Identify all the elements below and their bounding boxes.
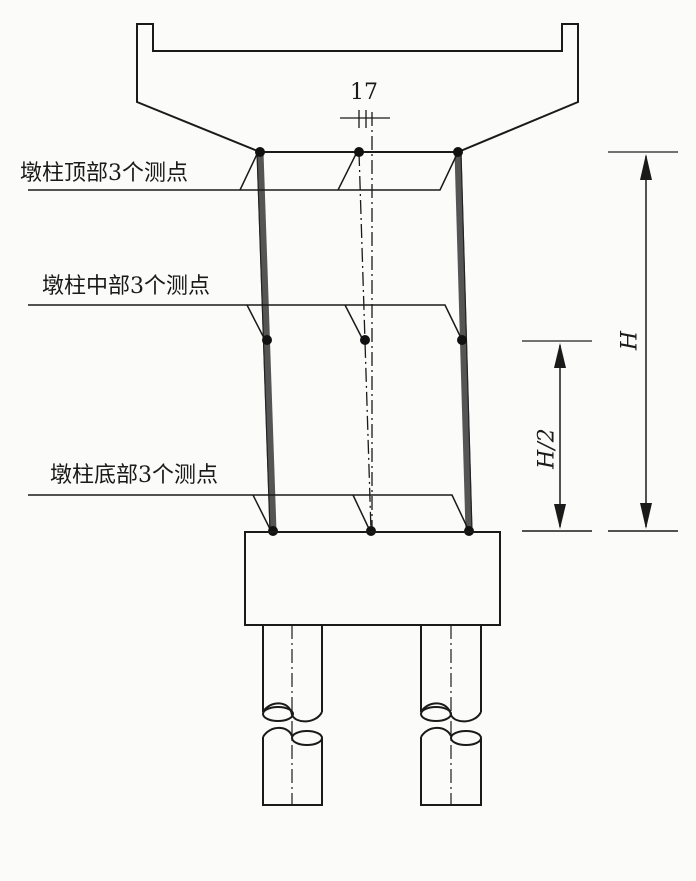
point-mid-left — [262, 335, 272, 345]
pile-center-lines — [291, 625, 452, 805]
half-height-dimension — [522, 340, 592, 532]
point-top-center — [354, 147, 364, 157]
measurement-points — [255, 147, 474, 536]
callout-bottom-points: 墩柱底部3个测点 — [50, 463, 218, 488]
point-top-right — [453, 147, 463, 157]
half-height-label: H/2 — [534, 428, 560, 469]
piles — [262, 625, 482, 806]
callout-leaders — [28, 151, 470, 532]
bent-cap-outline — [136, 23, 579, 153]
pile-cap — [244, 531, 501, 626]
offset-label: 17 — [350, 80, 378, 105]
point-top-left — [255, 147, 265, 157]
point-mid-center — [360, 335, 370, 345]
center-lines — [358, 112, 373, 532]
full-height-dimension — [608, 151, 678, 532]
callout-top-points: 墩柱顶部3个测点 — [20, 161, 188, 186]
offset-dimension — [340, 110, 390, 128]
callout-middle-points: 墩柱中部3个测点 — [42, 274, 210, 299]
point-mid-right — [457, 335, 467, 345]
full-height-label: H — [617, 330, 643, 351]
